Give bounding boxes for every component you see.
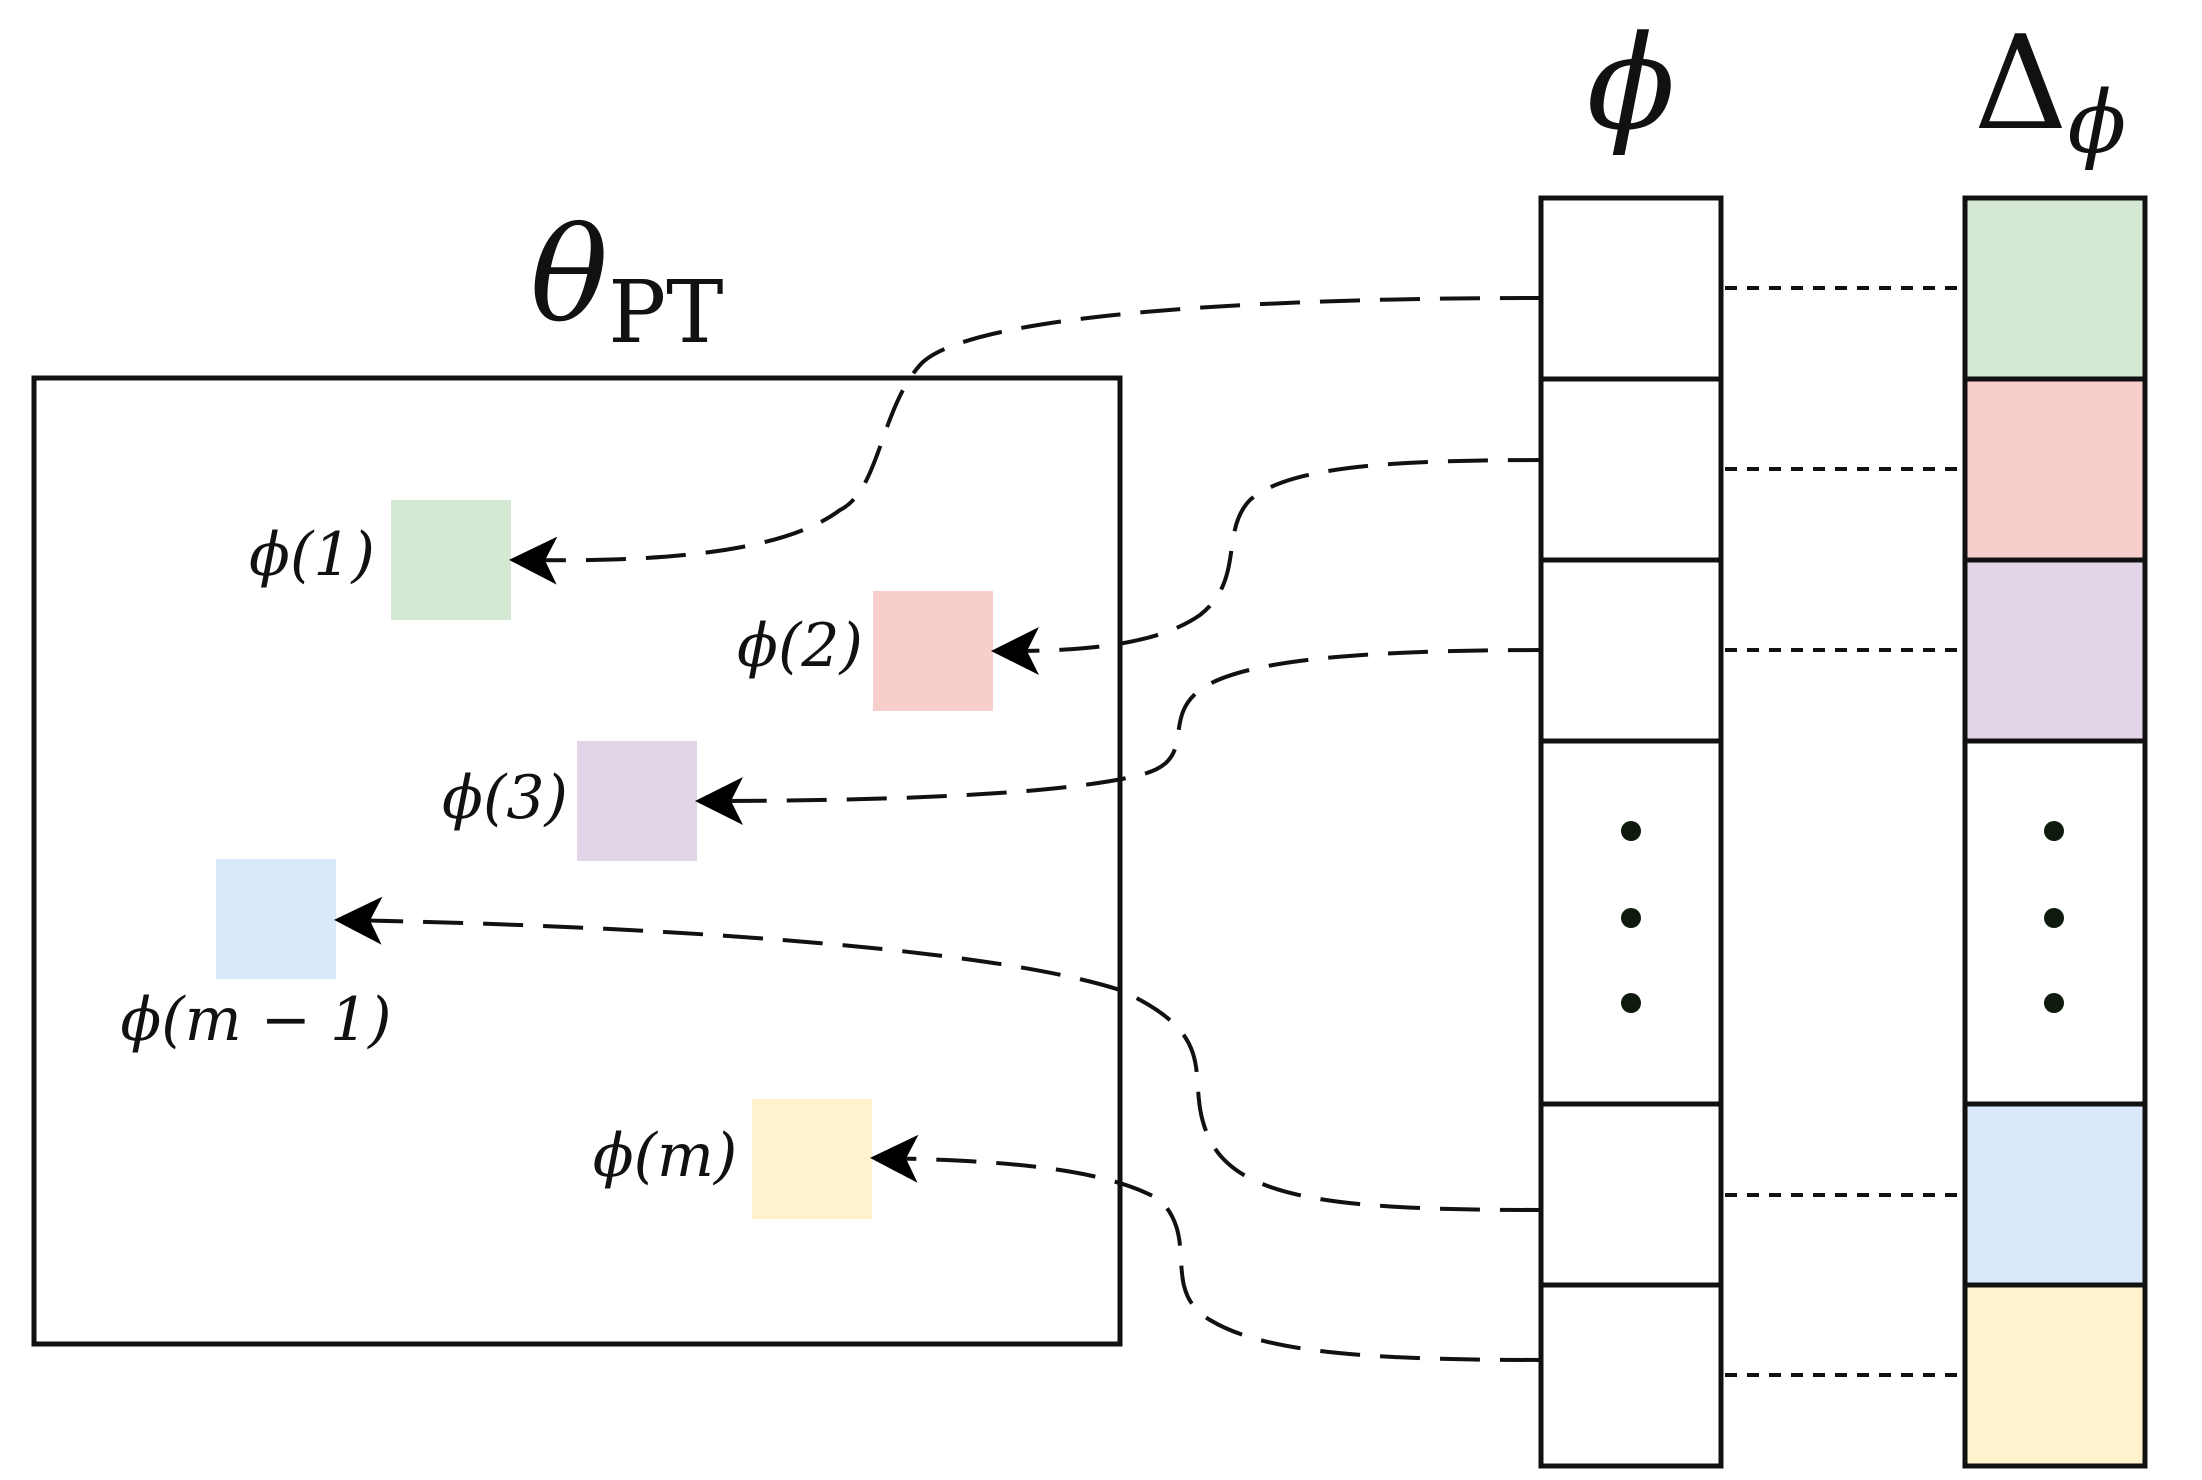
label-phi-m: ϕ(m) <box>593 1121 738 1191</box>
phi-cell-1 <box>1538 195 1724 382</box>
phi-header: ϕ <box>1587 7 1676 159</box>
label-phi-1: ϕ(1) <box>249 520 375 590</box>
delta-cell-2 <box>1962 376 2148 563</box>
embedding-square-phi-1 <box>391 500 511 620</box>
phi-column <box>1538 195 1724 1469</box>
delta-cell-1 <box>1962 195 2148 382</box>
phi-ellipsis-dot <box>1621 908 1641 928</box>
phi-cell-3 <box>1538 557 1724 744</box>
connector-phi-m <box>870 1134 1541 1362</box>
label-phi-2: ϕ(2) <box>737 611 863 681</box>
phi-cell-m-1 <box>1538 1101 1724 1288</box>
theta-pt-label: θPT <box>530 199 724 363</box>
label-phi-m-1: ϕ(m − 1) <box>120 985 391 1055</box>
embedding-square-phi-3 <box>577 741 697 861</box>
delta-cell-m <box>1962 1282 2148 1469</box>
theta-subscript: PT <box>608 263 723 363</box>
delta-ellipsis-dot <box>2044 993 2064 1013</box>
label-phi-3: ϕ(3) <box>442 763 568 833</box>
phi-cell-2 <box>1538 376 1724 563</box>
embedding-square-phi-m-1 <box>216 859 336 979</box>
delta-subscript: ϕ <box>2068 73 2127 173</box>
delta-ellipsis-dot <box>2044 821 2064 841</box>
phi-cell-m <box>1538 1282 1724 1469</box>
phi-ellipsis-dot <box>1621 821 1641 841</box>
delta-symbol: Δ <box>1974 7 2068 159</box>
embedding-square-phi-2 <box>873 591 993 711</box>
delta-column <box>1962 195 2148 1469</box>
delta-cell-3 <box>1962 557 2148 744</box>
delta-cell-m-1 <box>1962 1101 2148 1288</box>
connector-phi-1 <box>509 296 1541 585</box>
connector-phi-3 <box>695 648 1549 825</box>
delta-ellipsis-dot <box>2044 908 2064 928</box>
theta-symbol: θ <box>530 199 608 351</box>
embedding-square-phi-m <box>752 1099 872 1219</box>
connector-phi-m-1 <box>334 896 1541 1212</box>
phi-ellipsis-dot <box>1621 993 1641 1013</box>
delta-phi-header: Δϕ <box>1974 7 2127 173</box>
